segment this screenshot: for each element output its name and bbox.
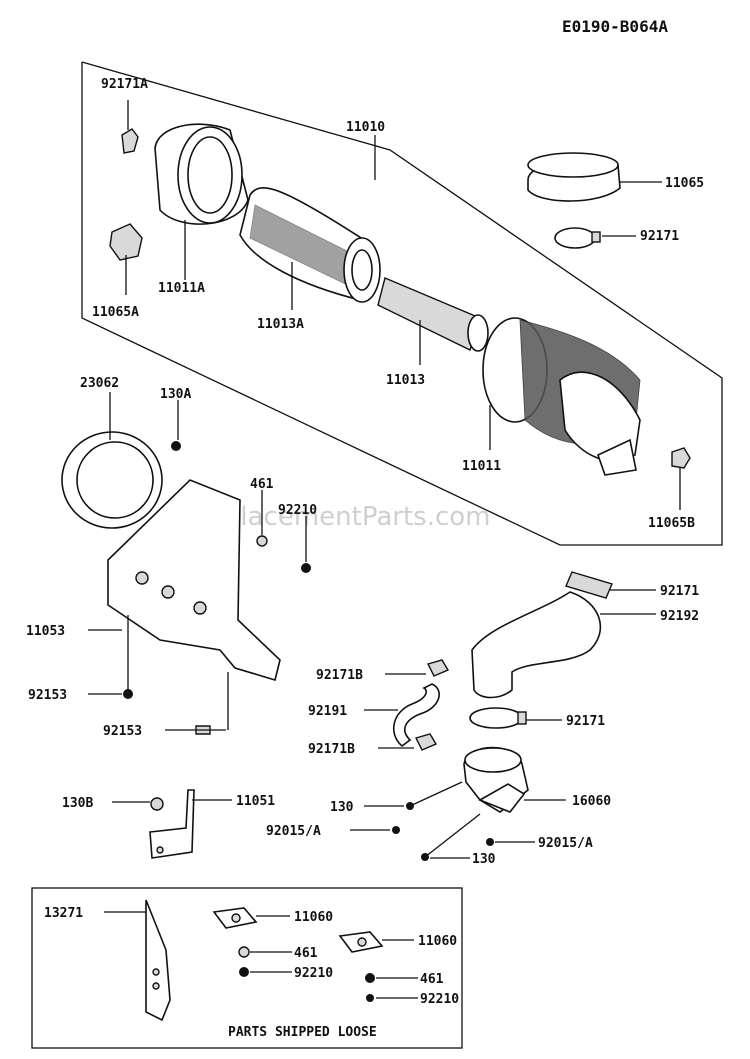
label-11013a: 11013A: [257, 317, 304, 332]
nut-92210: [301, 563, 311, 573]
label-11011: 11011: [462, 459, 501, 474]
bracket-11053: [107, 479, 281, 730]
label-92191: 92191: [308, 704, 347, 719]
clamp-92171-top: [554, 227, 636, 249]
diagram-code: E0190-B064A: [562, 17, 668, 36]
label-92153-b: 92153: [103, 724, 142, 739]
bolt-130a: [171, 441, 181, 451]
label-92171b-b: 92171B: [308, 742, 355, 757]
air-cleaner-group-outline: [81, 61, 723, 546]
cover-11011a: [154, 123, 249, 280]
body-11011: [482, 317, 641, 476]
bolt-130-head: [406, 802, 414, 810]
bolt-130-b-head: [421, 853, 429, 861]
label-11053: 11053: [26, 624, 65, 639]
nut-92015a-a: [392, 826, 400, 834]
label-92171b-a: 92171B: [316, 668, 363, 683]
label-23062: 23062: [80, 376, 119, 391]
hose-92192: [471, 591, 656, 699]
nut-92210-a: [239, 967, 249, 977]
label-11065b: 11065B: [648, 516, 695, 531]
label-13271: 13271: [44, 906, 83, 921]
rain-cap-11065: [527, 152, 662, 202]
band-23062: [61, 392, 163, 529]
label-92210-b: 92210: [420, 992, 459, 1007]
element-11013: [377, 277, 489, 365]
gasket-11060-b: [338, 931, 414, 953]
label-92015a-b: 92015/A: [538, 836, 593, 851]
label-130-b: 130: [472, 852, 496, 867]
label-11051: 11051: [236, 794, 275, 809]
cap-11065a: [109, 223, 143, 295]
washer-461-b: [365, 973, 375, 983]
loose-parts-caption: PARTS SHIPPED LOOSE: [228, 1025, 377, 1040]
label-92192: 92192: [660, 609, 699, 624]
label-92210: 92210: [278, 503, 317, 518]
label-92171-hose: 92171: [660, 584, 699, 599]
valve-11065b: [671, 447, 691, 510]
label-92153-a: 92153: [28, 688, 67, 703]
bolt-130b: [150, 797, 164, 811]
label-461-a: 461: [294, 946, 318, 961]
wing-nut-92171a: [121, 100, 139, 154]
label-11060-b: 11060: [418, 934, 457, 949]
clamp-92171-hose: [565, 571, 656, 599]
label-11060-a: 11060: [294, 910, 333, 925]
label-11013: 11013: [386, 373, 425, 388]
nut-92015a-b: [486, 838, 494, 846]
gasket-11060-a: [212, 907, 290, 929]
label-11065a: 11065A: [92, 305, 139, 320]
washer-461: [256, 535, 268, 547]
label-130a: 130A: [160, 387, 191, 402]
clamp-92171b-a: [426, 659, 450, 677]
clamp-92171-fitting: [469, 707, 562, 729]
label-11010: 11010: [346, 120, 385, 135]
label-92171-fitting: 92171: [566, 714, 605, 729]
clamp-92171b-b: [414, 733, 438, 751]
bracket-11051: [149, 789, 232, 859]
plate-13271: [104, 899, 171, 1022]
bolt-92153-a: [123, 689, 133, 699]
loose-parts-box: [31, 887, 463, 1049]
label-92015a-a: 92015/A: [266, 824, 321, 839]
washer-461-a: [238, 946, 250, 958]
element-11013a: [239, 187, 381, 310]
bolt-130-b: [424, 813, 481, 858]
label-92210-a: 92210: [294, 966, 333, 981]
label-130: 130: [330, 800, 354, 815]
hose-92191: [392, 683, 440, 748]
nut-92210-b: [366, 994, 374, 1002]
label-11065: 11065: [665, 176, 704, 191]
label-461: 461: [250, 477, 274, 492]
label-130b: 130B: [62, 796, 93, 811]
fitting-16060: [463, 746, 566, 813]
label-11011a: 11011A: [158, 281, 205, 296]
bolt-130: [409, 781, 463, 807]
label-461-b: 461: [420, 972, 444, 987]
label-16060: 16060: [572, 794, 611, 809]
label-92171a: 92171A: [101, 77, 148, 92]
label-92171-top: 92171: [640, 229, 679, 244]
